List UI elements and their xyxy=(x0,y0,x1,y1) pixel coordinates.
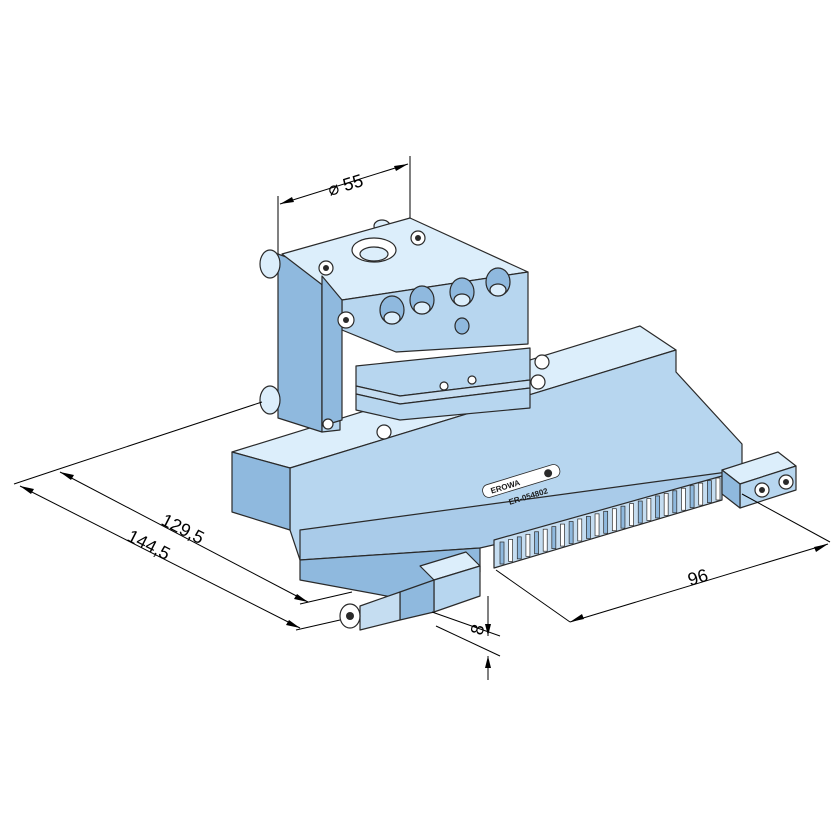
rack-tooth xyxy=(689,485,695,509)
rack-tooth xyxy=(603,510,609,534)
left-clamp-block xyxy=(339,551,481,631)
rack-tooth xyxy=(499,541,505,565)
rack-tooth xyxy=(715,477,721,501)
rack-tooth xyxy=(525,533,531,557)
rack-tooth xyxy=(698,482,704,506)
rack-tooth xyxy=(568,521,574,544)
dimension-lines xyxy=(13,156,831,680)
rack-tooth xyxy=(707,480,712,503)
rack-tooth xyxy=(560,523,565,547)
logo-icon xyxy=(544,469,553,478)
rack-tooth xyxy=(542,528,548,552)
rack-tooth xyxy=(551,526,557,549)
clamping-head xyxy=(281,217,550,440)
rack-tooth xyxy=(534,531,539,555)
rack-tooth xyxy=(681,487,686,511)
rack-tooth xyxy=(672,490,678,514)
rack-tooth xyxy=(611,508,617,532)
rack-tooth xyxy=(655,495,660,519)
rack-tooth xyxy=(586,516,591,539)
rack-tooth xyxy=(629,503,634,526)
dimension-diameter: ⌀ 55 xyxy=(325,170,365,200)
rack-tooth xyxy=(637,500,643,524)
rack-tooth xyxy=(646,498,652,521)
dimension-96: 96 xyxy=(685,565,710,590)
right-clamp-block xyxy=(721,451,797,509)
dimension-8: 8 xyxy=(467,622,489,637)
rack-tooth xyxy=(620,505,626,529)
rack-teeth xyxy=(493,475,723,569)
rack-tooth xyxy=(594,513,600,537)
rack-tooth xyxy=(516,536,522,560)
rack-tooth xyxy=(508,539,513,562)
rack-tooth xyxy=(577,518,583,542)
rack-tooth xyxy=(663,493,669,516)
